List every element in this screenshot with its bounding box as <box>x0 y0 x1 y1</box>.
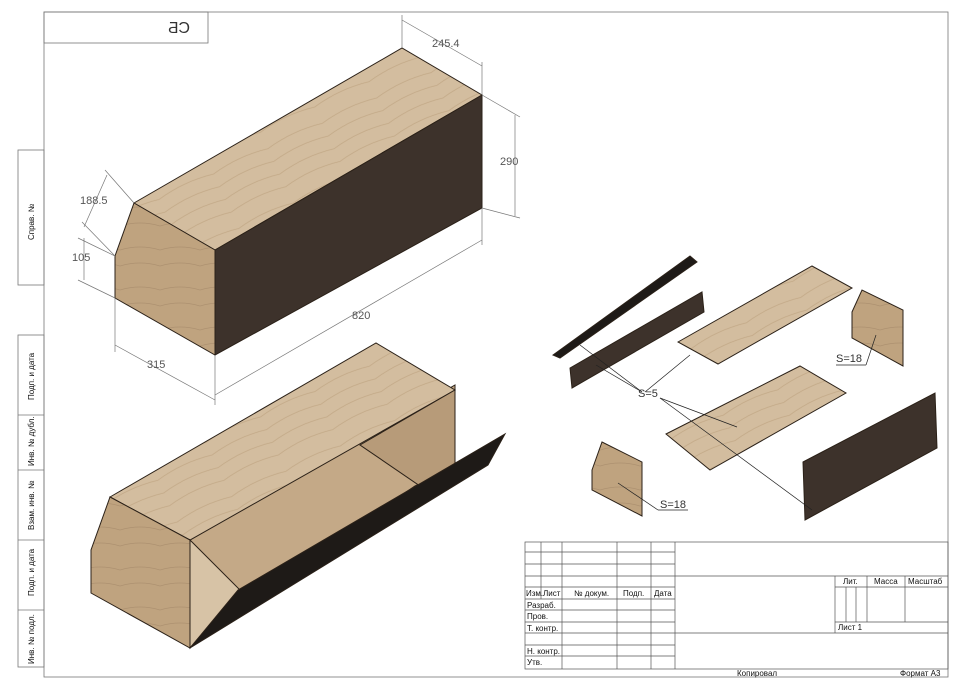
side-inv-dubl: Инв. № дубл. <box>27 416 36 466</box>
tb-row-tkontr: Т. контр. <box>527 624 558 633</box>
side-podp-data-2: Подп. и дата <box>27 548 36 596</box>
tb-row-nkontr: Н. контр. <box>527 647 560 656</box>
side-sprav: Справ. № <box>27 203 36 240</box>
part-end-piece-1 <box>851 289 904 367</box>
leader-lines <box>579 334 877 511</box>
label-s18-1: S=18 <box>836 353 862 365</box>
part-end-piece-2 <box>591 441 643 517</box>
part-wood-sheet-2 <box>665 365 848 471</box>
dimension-lines <box>77 15 521 405</box>
sheet-frame <box>17 11 949 678</box>
tb-masshtab: Масштаб <box>908 577 943 586</box>
part-dark-strip <box>569 291 705 389</box>
dim-depth: 315 <box>147 359 165 371</box>
stamp-code-text: СБ <box>168 20 190 37</box>
tb-sheet-label: Лист 1 <box>838 623 863 632</box>
dim-width-top: 245.4 <box>432 38 460 50</box>
tb-row-prov: Пров. <box>527 612 548 621</box>
label-s5: S=5 <box>638 388 658 400</box>
tb-col-list: Лист <box>543 589 561 598</box>
tb-row-razrab: Разраб. <box>527 601 556 610</box>
tb-lit: Лит. <box>843 577 858 586</box>
stamp-code: СБ <box>168 20 190 37</box>
tb-copied: Копировал <box>737 669 777 678</box>
tb-col-podp: Подп. <box>623 589 644 598</box>
part-labels: S=5 S=18 S=18 <box>638 353 862 511</box>
title-block-text: Изм. Лист № докум. Подп. Дата Разраб. Пр… <box>526 577 943 678</box>
label-s18-2: S=18 <box>660 499 686 511</box>
tb-massa: Масса <box>874 577 898 586</box>
tb-col-data: Дата <box>654 589 672 598</box>
part-wood-sheet-1 <box>676 265 854 365</box>
dimension-values: 245.4 290 188.5 105 820 315 <box>72 38 518 371</box>
side-vzam-inv: Взам. инв. № <box>27 480 36 530</box>
tb-format: Формат А3 <box>900 669 941 678</box>
dim-height: 290 <box>500 156 518 168</box>
closed-box <box>114 47 483 356</box>
side-podp-data-1: Подп. и дата <box>27 352 36 400</box>
dim-slant: 188.5 <box>80 195 108 207</box>
exploded-parts <box>551 255 938 521</box>
side-stamp: Справ. № Подп. и дата Инв. № дубл. Взам.… <box>27 203 36 664</box>
tb-col-doc: № докум. <box>574 589 609 598</box>
title-block <box>524 541 949 670</box>
open-box <box>90 342 507 650</box>
part-black-strip-1 <box>551 255 698 359</box>
tb-col-izm: Изм. <box>526 589 543 598</box>
dim-front-low: 105 <box>72 252 90 264</box>
tb-row-utv: Утв. <box>527 658 542 667</box>
side-inv-podl: Инв. № подл. <box>27 614 36 664</box>
dim-length: 820 <box>352 310 370 322</box>
part-dark-panel <box>802 392 938 521</box>
